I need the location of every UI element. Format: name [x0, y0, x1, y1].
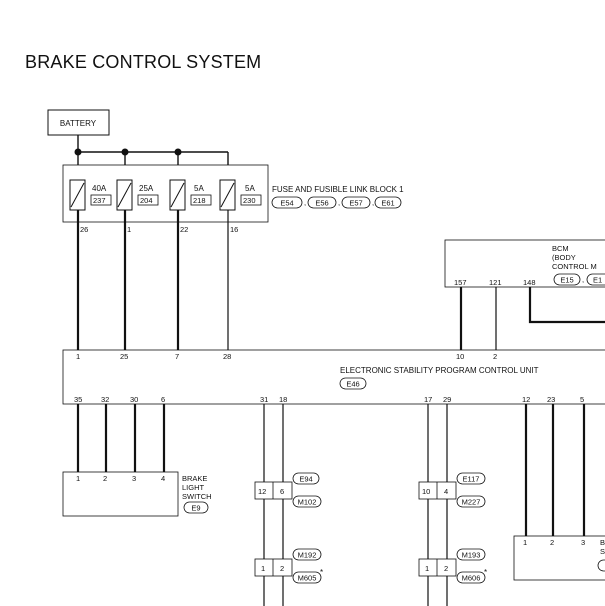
bcm-label: (BODY — [552, 253, 576, 262]
bcm-label: CONTROL M — [552, 262, 597, 271]
pin-label: 2 — [550, 538, 554, 547]
pin-label: 28 — [223, 352, 231, 361]
pin-label: 10 — [456, 352, 464, 361]
pin-label: 10 — [422, 487, 430, 496]
connector-id: E57 — [349, 199, 362, 208]
svg-text:,: , — [338, 198, 340, 207]
brake-switch-label: BRAKE — [182, 474, 207, 483]
pin-label: 1 — [76, 352, 80, 361]
pin-label: 5 — [580, 395, 584, 404]
connector-id: E9 — [191, 504, 200, 513]
connector-id: E15 — [560, 276, 573, 285]
esp-control-unit-label: ELECTRONIC STABILITY PROGRAM CONTROL UNI… — [340, 366, 539, 375]
connector-id: M102 — [298, 498, 317, 507]
pin-label: 23 — [547, 395, 555, 404]
pin-label: 2 — [103, 474, 107, 483]
pin-label: 29 — [443, 395, 451, 404]
fuse-amp: 40A — [92, 184, 107, 193]
pin-label: 2 — [444, 564, 448, 573]
pin-label: 3 — [581, 538, 585, 547]
fuse-number: 204 — [140, 196, 153, 205]
pin-label: 32 — [101, 395, 109, 404]
pin-label: 148 — [523, 278, 536, 287]
brake-light-switch-box — [62, 471, 179, 517]
pin-label: 7 — [175, 352, 179, 361]
pin-label: 31 — [260, 395, 268, 404]
junction-connector — [418, 558, 457, 577]
fuse-number: 230 — [243, 196, 256, 205]
svg-text:,: , — [304, 198, 306, 207]
fuse-number: 237 — [93, 196, 106, 205]
pin-label: 35 — [74, 395, 82, 404]
pin-label: 12 — [522, 395, 530, 404]
pin-label: 12 — [258, 487, 266, 496]
pin-label: 121 — [489, 278, 502, 287]
brake-switch-label: SWITCH — [182, 492, 212, 501]
junction-connector — [418, 481, 457, 500]
connector-id: E1 — [593, 276, 602, 285]
fuse-block-box — [62, 164, 269, 223]
connector-id: E56 — [315, 199, 328, 208]
pin-label: 6 — [161, 395, 165, 404]
pin-label: 4 — [444, 487, 448, 496]
pin-label: 2 — [280, 564, 284, 573]
fuse-amp: 5A — [194, 184, 204, 193]
pin-label: 17 — [424, 395, 432, 404]
pin-label: 18 — [279, 395, 287, 404]
brake-switch-label: LIGHT — [182, 483, 205, 492]
pin-label: 4 — [161, 474, 165, 483]
connector-oval — [597, 559, 605, 572]
pin-label: 1 — [127, 225, 131, 234]
connector-id: M193 — [462, 551, 481, 560]
fuse-amp: 5A — [245, 184, 255, 193]
pin-label: 157 — [454, 278, 467, 287]
pin-label: 22 — [180, 225, 188, 234]
right-unit-label: B — [600, 538, 605, 547]
pin-label: 26 — [80, 225, 88, 234]
fuse-amp: 25A — [139, 184, 154, 193]
pin-label: 16 — [230, 225, 238, 234]
connector-id: M192 — [298, 551, 317, 560]
connector-id: E46 — [346, 380, 359, 389]
pin-label: 6 — [280, 487, 284, 496]
note-mark: * — [484, 568, 487, 577]
page-title: BRAKE CONTROL SYSTEM — [25, 52, 262, 72]
connector-id: E94 — [299, 475, 312, 484]
bcm-label: BCM — [552, 244, 569, 253]
right-unit-label: S — [600, 547, 605, 556]
right-unit-box — [513, 535, 605, 581]
pin-label: 25 — [120, 352, 128, 361]
fuse-number: 218 — [193, 196, 206, 205]
junction-connector — [254, 481, 293, 500]
connector-id: M606 — [462, 574, 481, 583]
note-mark: * — [320, 568, 323, 577]
connector-id: E61 — [381, 199, 394, 208]
fuse-block-label: FUSE AND FUSIBLE LINK BLOCK 1 — [272, 185, 404, 194]
pin-label: 1 — [425, 564, 429, 573]
wire — [528, 287, 605, 324]
pin-label: 3 — [132, 474, 136, 483]
svg-text:,: , — [582, 275, 584, 284]
pin-label: 1 — [523, 538, 527, 547]
svg-text:,: , — [372, 198, 374, 207]
pin-label: 2 — [493, 352, 497, 361]
connector-id: E117 — [463, 475, 480, 484]
esp-control-unit-box — [62, 349, 605, 405]
connector-id: E54 — [280, 199, 293, 208]
connector-id: M605 — [298, 574, 317, 583]
battery-label: BATTERY — [60, 119, 97, 128]
pin-label: 1 — [76, 474, 80, 483]
junction-connector — [254, 558, 293, 577]
connector-id: M227 — [462, 498, 481, 507]
pin-label: 30 — [130, 395, 138, 404]
pin-label: 1 — [261, 564, 265, 573]
